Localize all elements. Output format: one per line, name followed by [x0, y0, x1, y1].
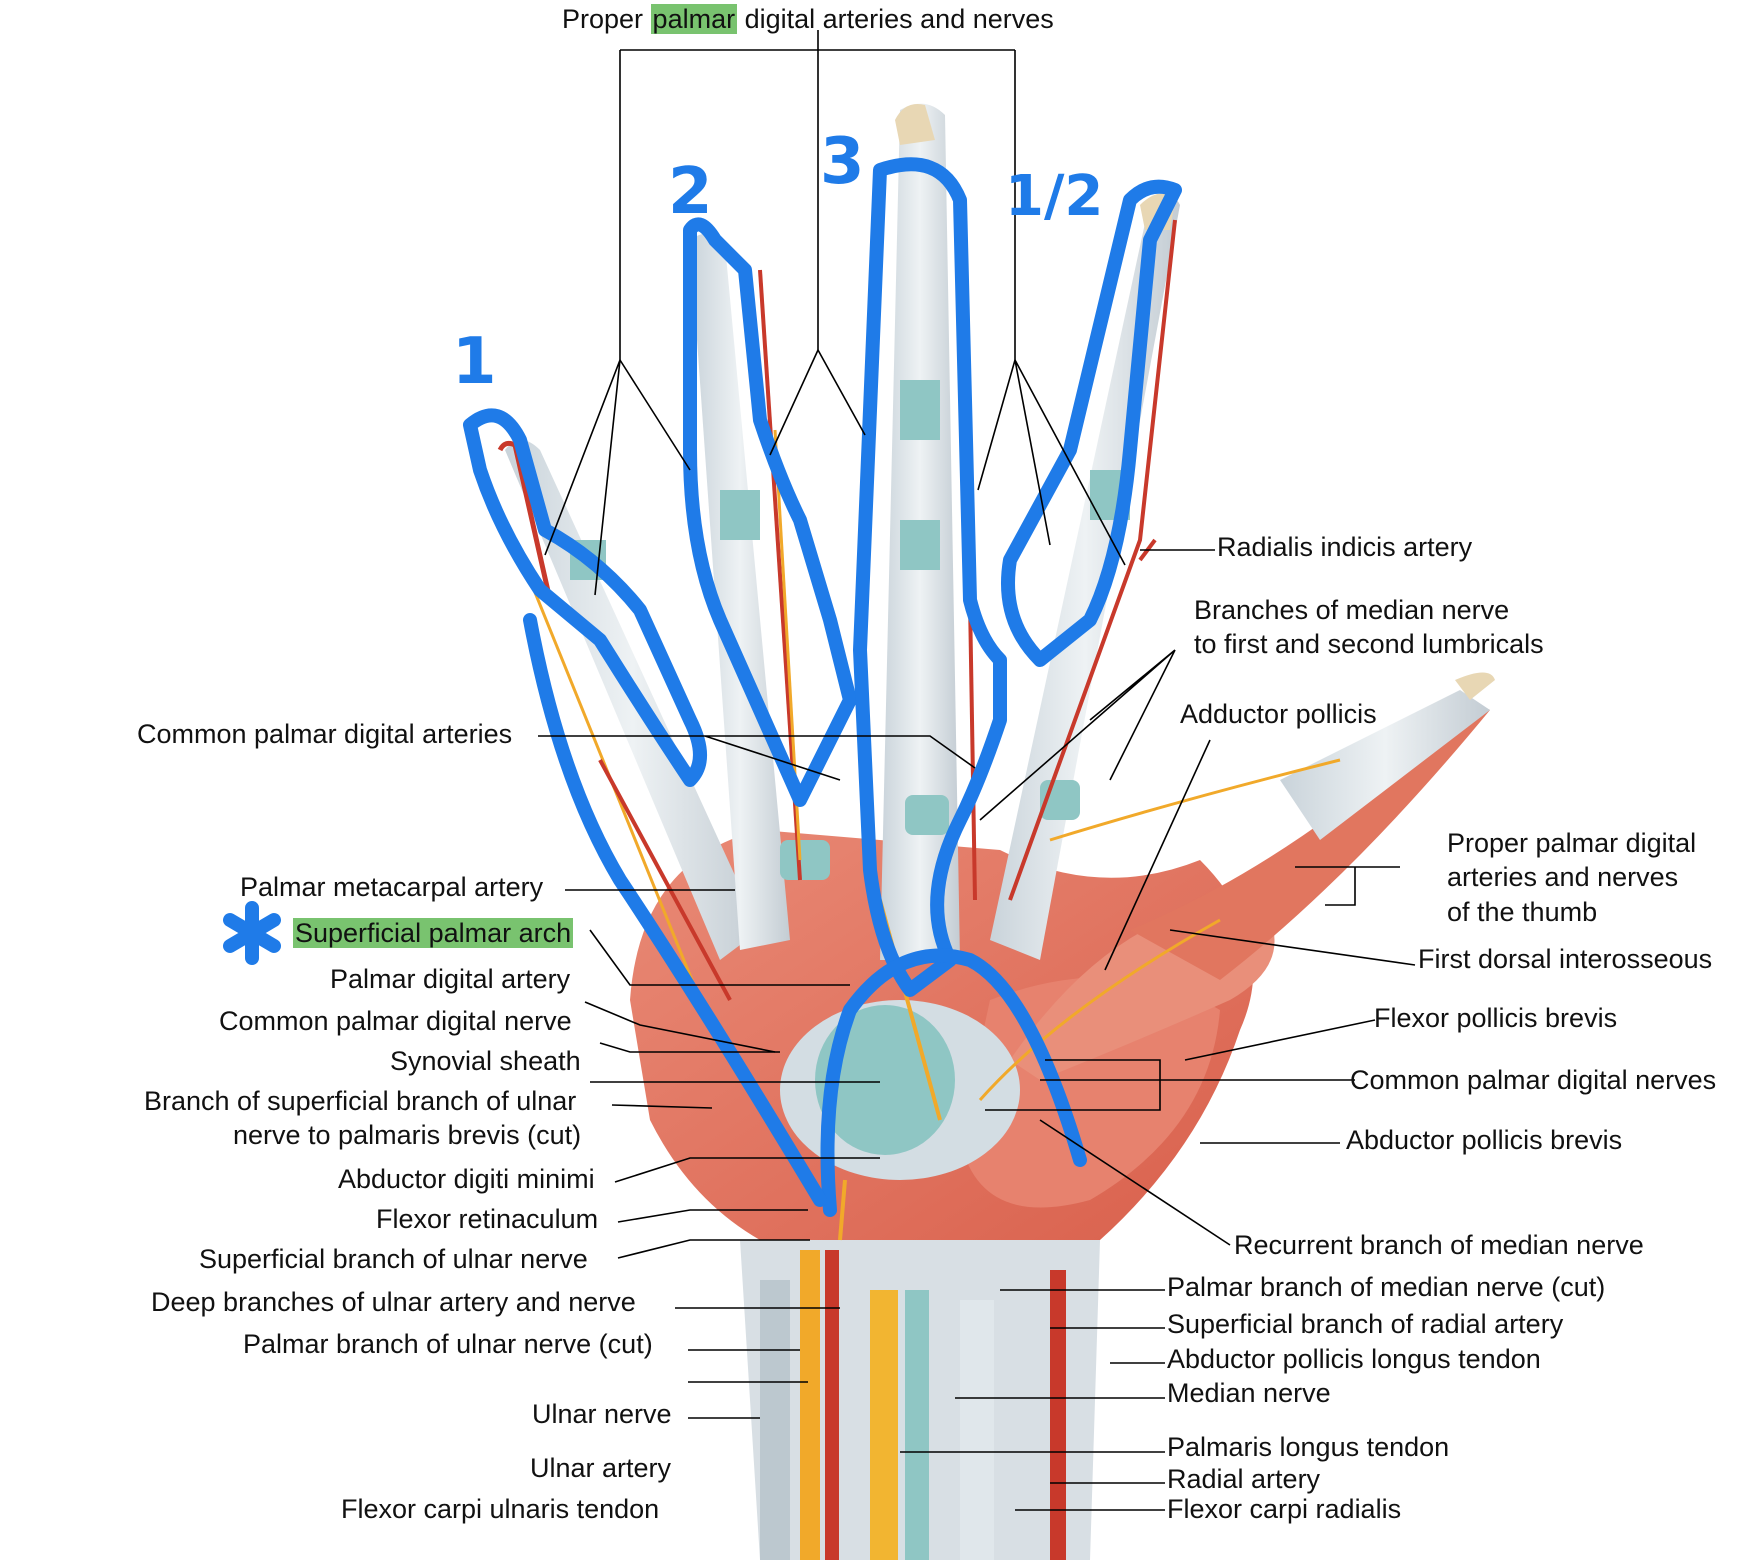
thumb [1280, 672, 1495, 840]
label-proper-thumb-line2: arteries and nerves [1447, 862, 1679, 892]
annotation-3: 3 [820, 125, 865, 199]
label-proper-thumb-line1: Proper palmar digital [1447, 828, 1697, 858]
label-superficial-branch-ulnar-nerve: Superficial branch of ulnar nerve [199, 1244, 588, 1274]
label-flexor-carpi-radialis: Flexor carpi radialis [1167, 1494, 1402, 1524]
label-abductor-digiti-minimi: Abductor digiti minimi [338, 1164, 595, 1194]
outline-ring-finger [683, 217, 857, 807]
label-superficial-palmar-arch: Superficial palmar arch [293, 916, 574, 950]
outline-ulnar-edge [523, 613, 827, 1207]
label-common-palmar-digital-nerves: Common palmar digital nerves [1350, 1065, 1717, 1095]
asterisk-annotation [223, 901, 281, 965]
label-palmar-metacarpal-artery: Palmar metacarpal artery [240, 872, 544, 902]
label-superficial-branch-radial: Superficial branch of radial artery [1167, 1309, 1564, 1339]
label-deep-branches: Deep branches of ulnar artery and nerve [151, 1287, 636, 1317]
label-recurrent-branch-median: Recurrent branch of median nerve [1234, 1230, 1644, 1260]
title-post: digital arteries and nerves [737, 4, 1054, 34]
label-proper-thumb-line3: of the thumb [1447, 897, 1598, 927]
label-adductor-pollicis: Adductor pollicis [1180, 699, 1377, 729]
annotation-2: 2 [668, 155, 713, 229]
outline-little-finger [463, 408, 707, 787]
annotation-1: 1 [452, 325, 497, 399]
leader-lines [538, 30, 1416, 1511]
forearm [740, 1240, 1100, 1560]
label-radial-artery: Radial artery [1167, 1464, 1321, 1494]
label-ulnar-artery: Ulnar artery [530, 1453, 672, 1483]
title-highlight: palmar [650, 4, 738, 34]
label-first-dorsal-interosseous: First dorsal interosseous [1418, 944, 1713, 974]
label-flexor-retinaculum: Flexor retinaculum [376, 1204, 599, 1234]
label-synovial-sheath: Synovial sheath [390, 1046, 581, 1076]
label-palmar-digital-artery: Palmar digital artery [330, 964, 571, 994]
label-palmar-branch-ulnar-nerve: Palmar branch of ulnar nerve (cut) [243, 1329, 653, 1359]
label-common-palmar-digital-nerve: Common palmar digital nerve [219, 1006, 572, 1036]
title-proper-palmar-digital: Proper palmar digital arteries and nerve… [562, 2, 1054, 36]
label-flexor-carpi-ulnaris-tendon: Flexor carpi ulnaris tendon [341, 1494, 660, 1524]
label-common-palmar-digital-arteries: Common palmar digital arteries [137, 719, 513, 749]
label-branches-median-line1: Branches of median nerve [1194, 595, 1510, 625]
outline-index-finger [1001, 179, 1182, 667]
annotation-half: 1/2 [1005, 164, 1104, 229]
handwritten-outlines [463, 157, 1182, 1217]
outline-palm-arch [820, 948, 1087, 1217]
label-radialis-indicis-artery: Radialis indicis artery [1217, 532, 1473, 562]
label-median-nerve: Median nerve [1167, 1378, 1331, 1408]
label-palmar-branch-median: Palmar branch of median nerve (cut) [1167, 1272, 1606, 1302]
label-branch-ulnar-line2: nerve to palmaris brevis (cut) [233, 1120, 582, 1150]
label-flexor-pollicis-brevis: Flexor pollicis brevis [1374, 1003, 1618, 1033]
label-abductor-pollicis-longus: Abductor pollicis longus tendon [1167, 1344, 1541, 1374]
label-branch-ulnar-line1: Branch of superficial branch of ulnar [144, 1086, 577, 1116]
label-branches-median-line2: to first and second lumbricals [1194, 629, 1544, 659]
title-pre: Proper [562, 4, 651, 34]
superficial-palmar-arch-text: Superficial palmar arch [293, 918, 574, 948]
label-ulnar-nerve: Ulnar nerve [532, 1399, 672, 1429]
label-abductor-pollicis-brevis: Abductor pollicis brevis [1346, 1125, 1623, 1155]
label-palmaris-longus-tendon: Palmaris longus tendon [1167, 1432, 1450, 1462]
